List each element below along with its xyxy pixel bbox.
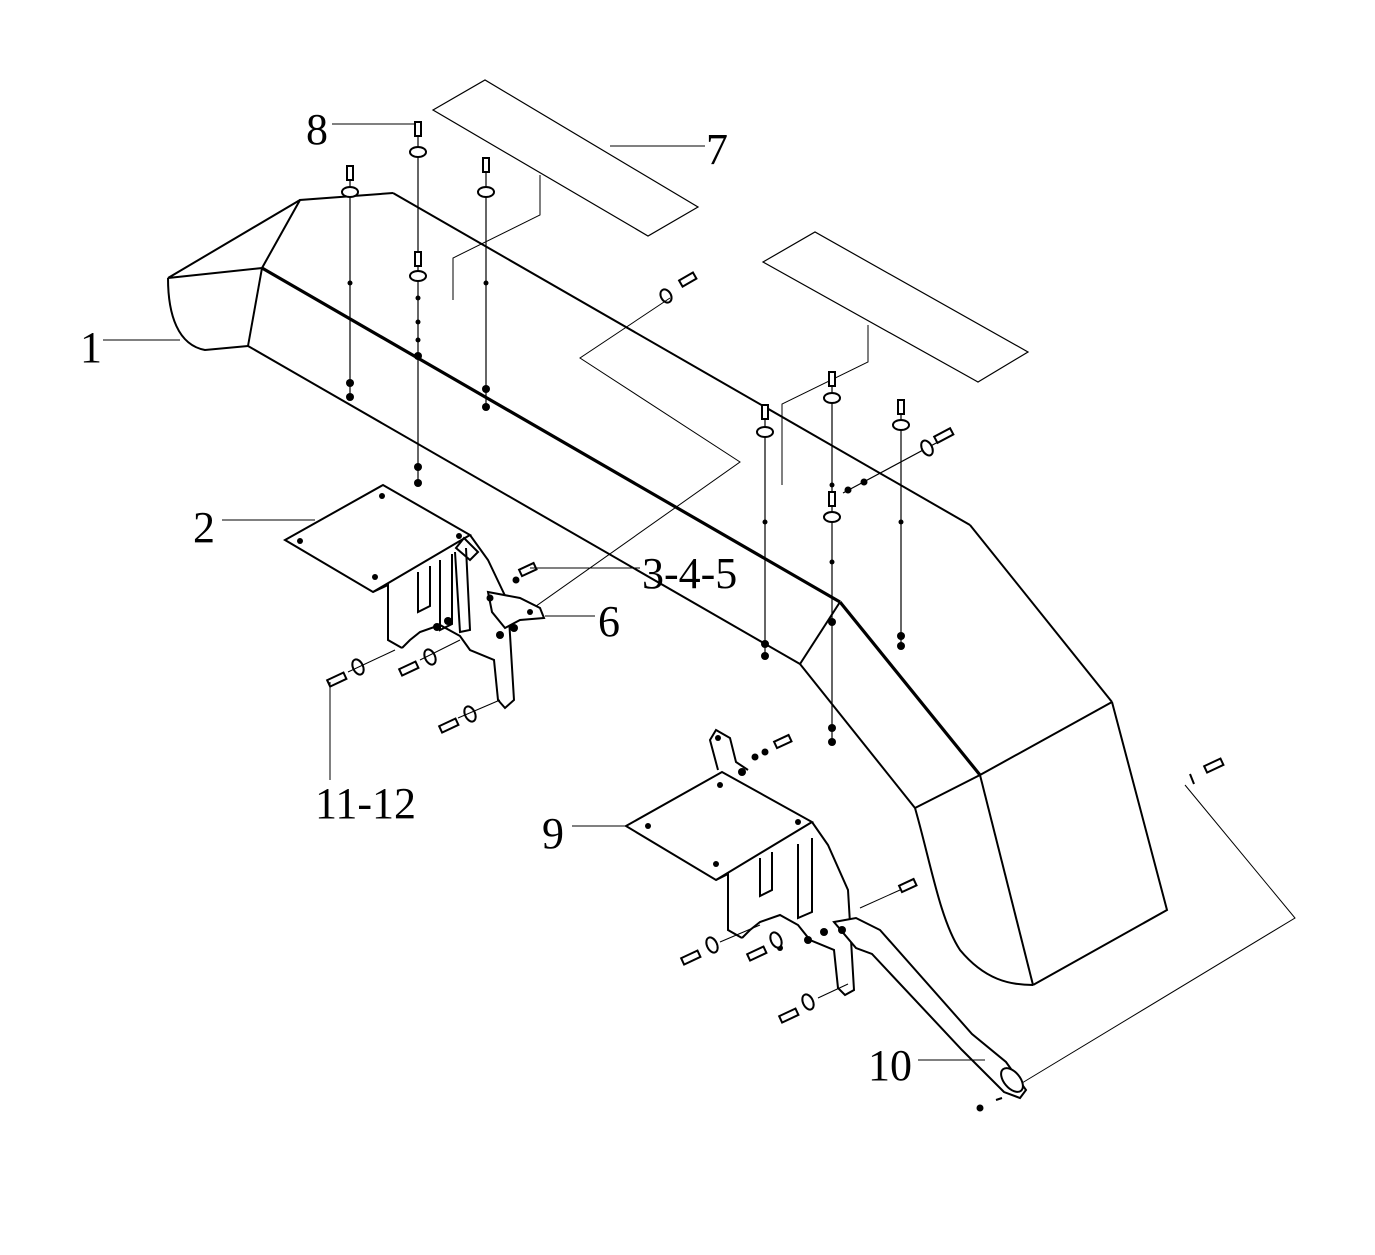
callout-leaders [103, 123, 985, 1061]
reflector-plate-upper [431, 79, 700, 237]
callout-11-12: 11-12 [315, 779, 416, 828]
callout-8: 8 [306, 105, 328, 154]
callout-2: 2 [193, 503, 215, 552]
bracket-2 [282, 483, 546, 734]
callout-1: 1 [80, 323, 102, 372]
callout-9: 9 [542, 809, 564, 858]
bracket-9 [624, 728, 1225, 1112]
callout-6: 6 [598, 597, 620, 646]
callout-7: 7 [706, 125, 728, 174]
fender-body [167, 192, 1169, 986]
callout-10: 10 [868, 1041, 912, 1090]
bolt-stacks [341, 121, 955, 746]
callout-labels: 1 2 3-4-5 6 7 8 9 10 11-12 [80, 105, 912, 1090]
callout-3-4-5: 3-4-5 [642, 549, 737, 598]
reflector-plate-lower [761, 231, 1030, 383]
